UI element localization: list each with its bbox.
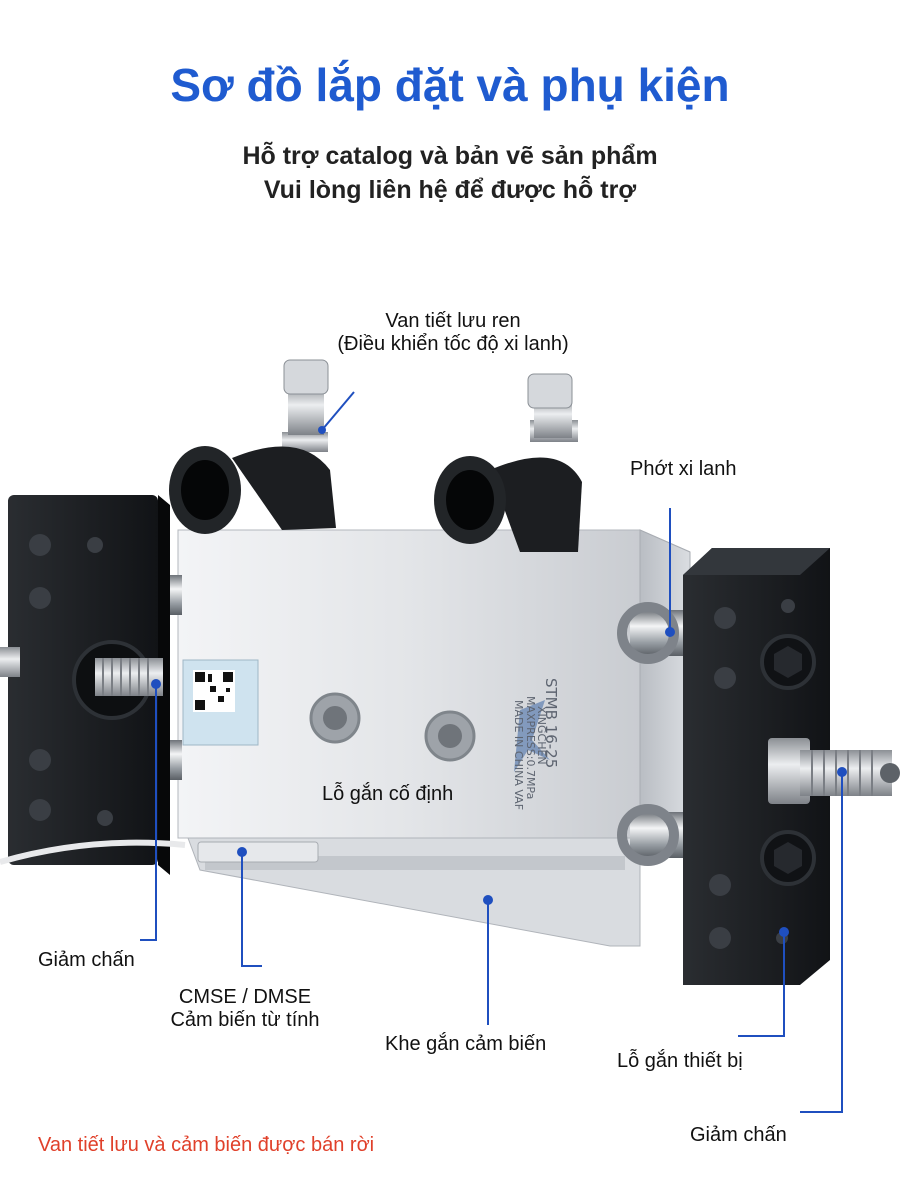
callout-mounting-hole: Lỗ gắn cố định [322,783,454,805]
subtitle-line-2: Vui lòng liên hệ để được hỗ trợ [263,176,637,204]
leader-shock-right [800,772,843,1113]
callout-cylinder-seal: Phớt xi lanh [630,458,737,480]
callout-flow-valve: Van tiết lưu ren (Điều khiển tốc độ xi l… [308,310,598,356]
callout-sensor-desc: Cảm biến từ tính [170,1009,320,1031]
callout-sensor-model: CMSE / DMSE [178,986,312,1008]
cylinder-seal-lower [617,804,679,866]
callout-sensor: CMSE / DMSE Cảm biến từ tính [150,986,340,1032]
product-origin-marking: MADE IN CHINA VAF [512,700,525,811]
callout-shock-absorber-left: Giảm chấn [38,949,135,971]
sensor-cable [0,839,186,865]
leader-device-hole [738,932,785,1037]
subtitle-line-1: Hỗ trợ catalog và bản vẽ sản phẩm [242,142,658,170]
flow-valve-left [169,359,336,534]
callout-flow-valve-title: Van tiết lưu ren [385,310,521,332]
product-pressure-marking: MAXPRESS:0.7MPa [524,696,537,800]
callout-flow-valve-desc: (Điều khiển tốc độ xi lanh) [337,333,569,355]
magnetic-sensor [197,841,319,863]
callout-shock-absorber-right: Giảm chấn [690,1124,787,1146]
callout-sensor-slot: Khe gắn cảm biến [385,1033,547,1055]
callout-device-mount-hole: Lỗ gắn thiết bị [617,1050,743,1072]
leader-sensor [241,852,262,967]
page-title: Sơ đồ lắp đặt và phụ kiện [170,59,730,111]
leader-shock-left [140,684,157,941]
leader-flow-valve [321,391,355,431]
flow-valve-right [434,373,582,552]
brand-logo-icon [514,700,550,772]
footer-note: Van tiết lưu và cảm biến được bán rời [38,1134,375,1156]
